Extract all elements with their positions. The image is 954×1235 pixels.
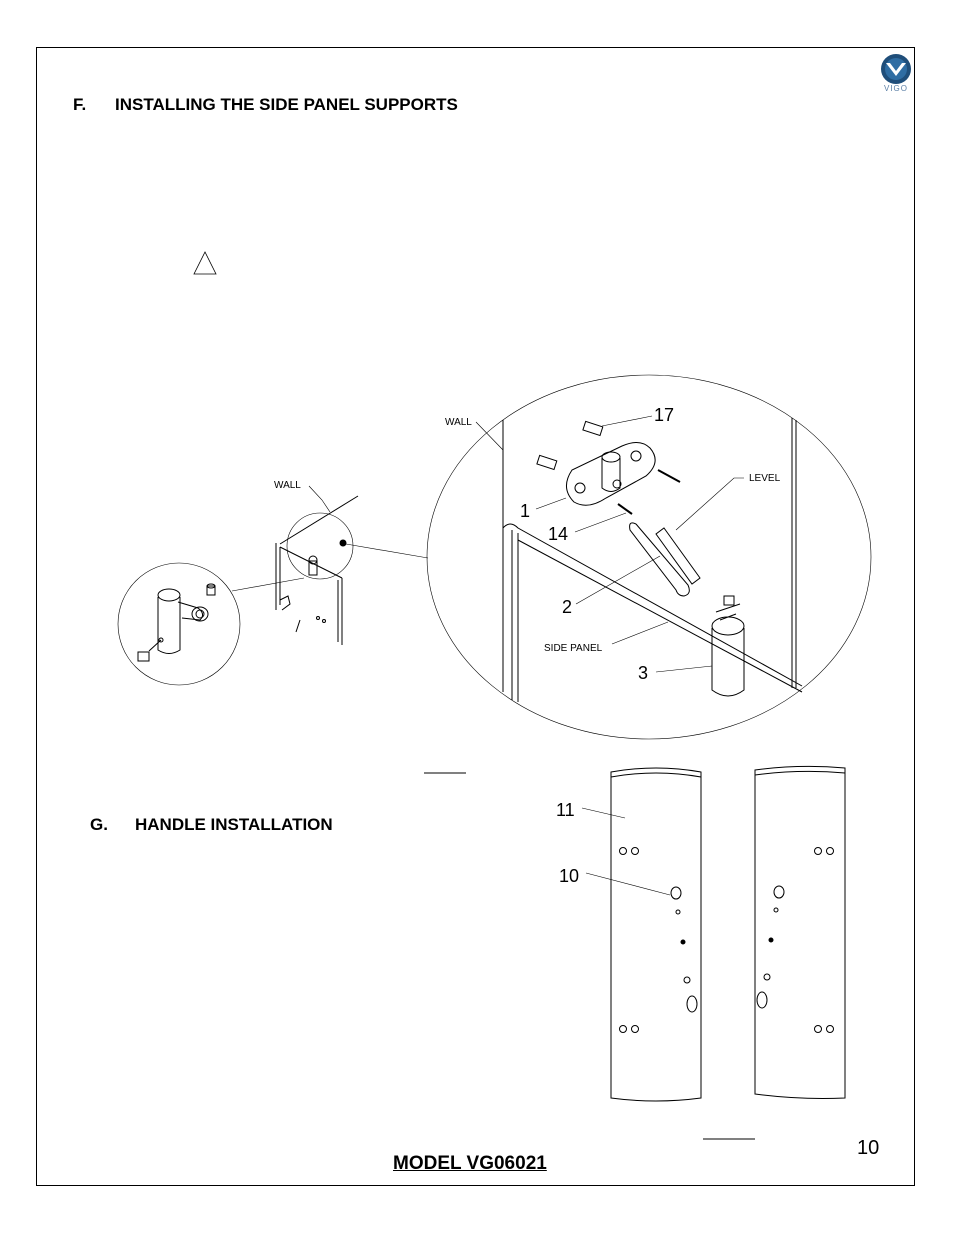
figure-f-detail xyxy=(426,374,872,740)
callout-2: 2 xyxy=(562,597,572,617)
callout-14: 14 xyxy=(548,524,568,544)
vigo-logo xyxy=(881,54,911,84)
section-f-heading: F. INSTALLING THE SIDE PANEL SUPPORTS xyxy=(73,95,458,115)
callout-17: 17 xyxy=(654,405,674,425)
section-g-heading: G. HANDLE INSTALLATION xyxy=(90,815,333,835)
label-wall-large: WALL xyxy=(445,417,472,428)
logo-wordmark: VIGO xyxy=(884,84,909,93)
label-side-panel: SIDE PANEL xyxy=(544,643,603,654)
callout-3: 3 xyxy=(638,663,648,683)
warning-triangle-icon xyxy=(193,251,217,275)
page-number: 10 xyxy=(857,1137,880,1159)
model-number: MODEL VG06021 xyxy=(393,1153,547,1174)
page-border xyxy=(36,47,915,1186)
callout-10: 10 xyxy=(559,866,579,886)
section-g-title: HANDLE INSTALLATION xyxy=(135,815,333,834)
label-level: LEVEL xyxy=(749,473,781,484)
section-f-letter: F. xyxy=(73,95,87,114)
callout-1: 1 xyxy=(520,501,530,521)
section-g-letter: G. xyxy=(90,815,108,834)
figure-f-overview xyxy=(117,485,429,686)
callout-11: 11 xyxy=(556,800,575,820)
label-wall-small: WALL xyxy=(274,480,301,491)
figure-g-panels xyxy=(581,765,846,1102)
section-f-title: INSTALLING THE SIDE PANEL SUPPORTS xyxy=(115,95,458,114)
